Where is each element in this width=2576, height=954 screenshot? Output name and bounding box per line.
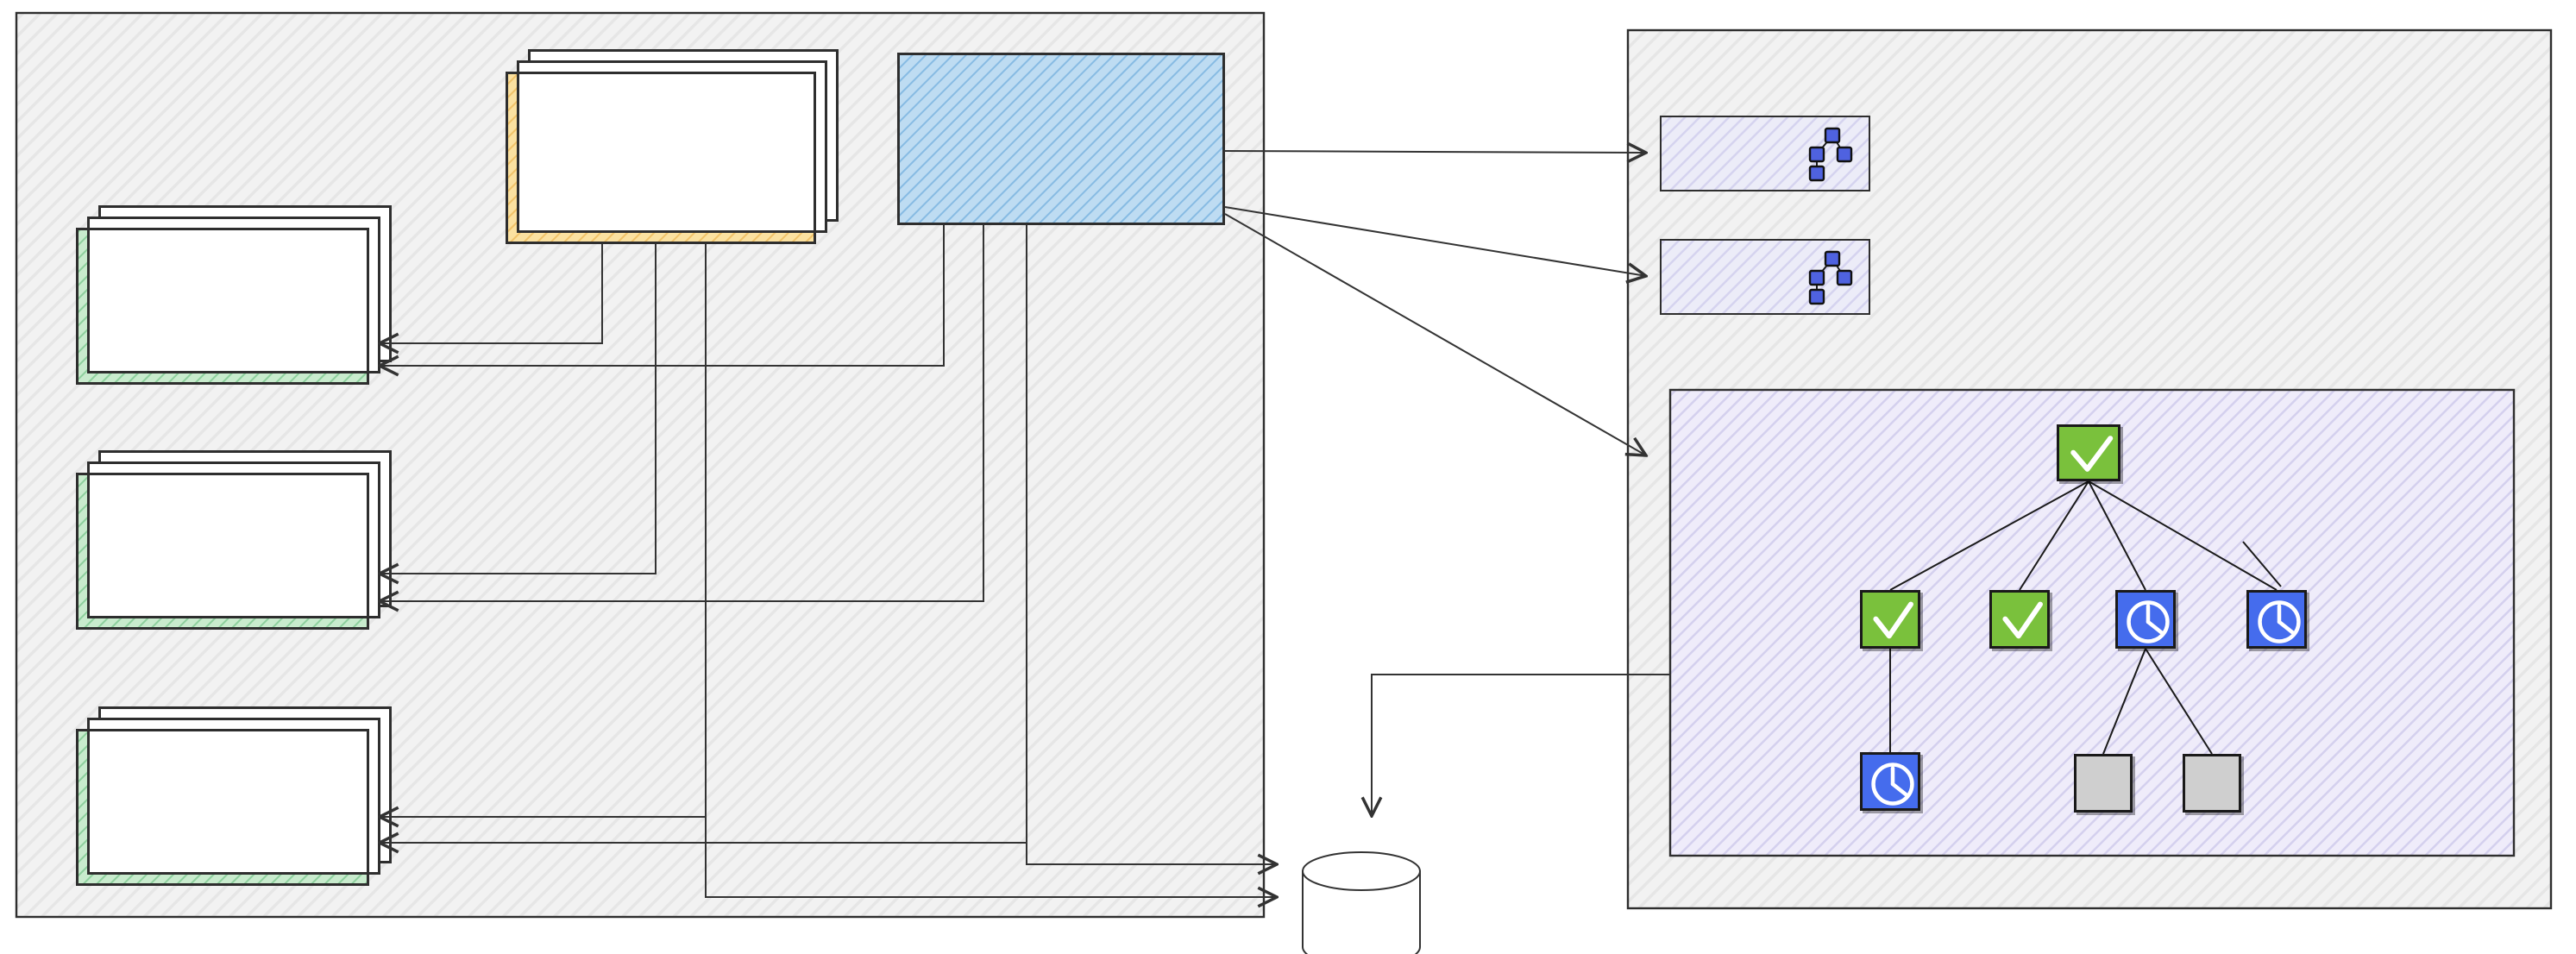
dag-node-running[interactable] <box>2246 590 2307 649</box>
dag-node-success[interactable] <box>1860 590 1920 649</box>
node-ds[interactable] <box>76 729 369 886</box>
stack-card <box>517 60 827 233</box>
clock-icon <box>2258 600 2301 643</box>
dag-node-running[interactable] <box>1860 752 1920 811</box>
executor-box-2[interactable] <box>1660 239 1870 315</box>
node-ml[interactable] <box>76 473 369 630</box>
dag-icon <box>1808 127 1853 182</box>
stack-card <box>87 461 380 618</box>
dag-icon <box>1808 250 1853 305</box>
clock-icon <box>2127 600 2170 643</box>
dag-node-success[interactable] <box>1989 590 2050 649</box>
executor-box-1[interactable] <box>1660 116 1870 191</box>
check-icon <box>2070 436 2114 472</box>
check-icon <box>2002 601 2043 639</box>
node-etl[interactable] <box>76 228 369 385</box>
database-cylinder[interactable] <box>1298 848 1424 954</box>
clock-icon <box>1871 763 1914 806</box>
dag-node-pending[interactable] <box>2183 754 2241 813</box>
dag-node-pending[interactable] <box>2074 754 2133 813</box>
dag-node-running[interactable] <box>2115 590 2176 649</box>
stack-card <box>87 718 380 875</box>
node-dagit[interactable] <box>506 72 816 244</box>
stack-card <box>87 217 380 373</box>
check-icon <box>1873 601 1913 639</box>
node-daemon[interactable] <box>897 53 1225 225</box>
dag-node-success[interactable] <box>2057 424 2120 481</box>
